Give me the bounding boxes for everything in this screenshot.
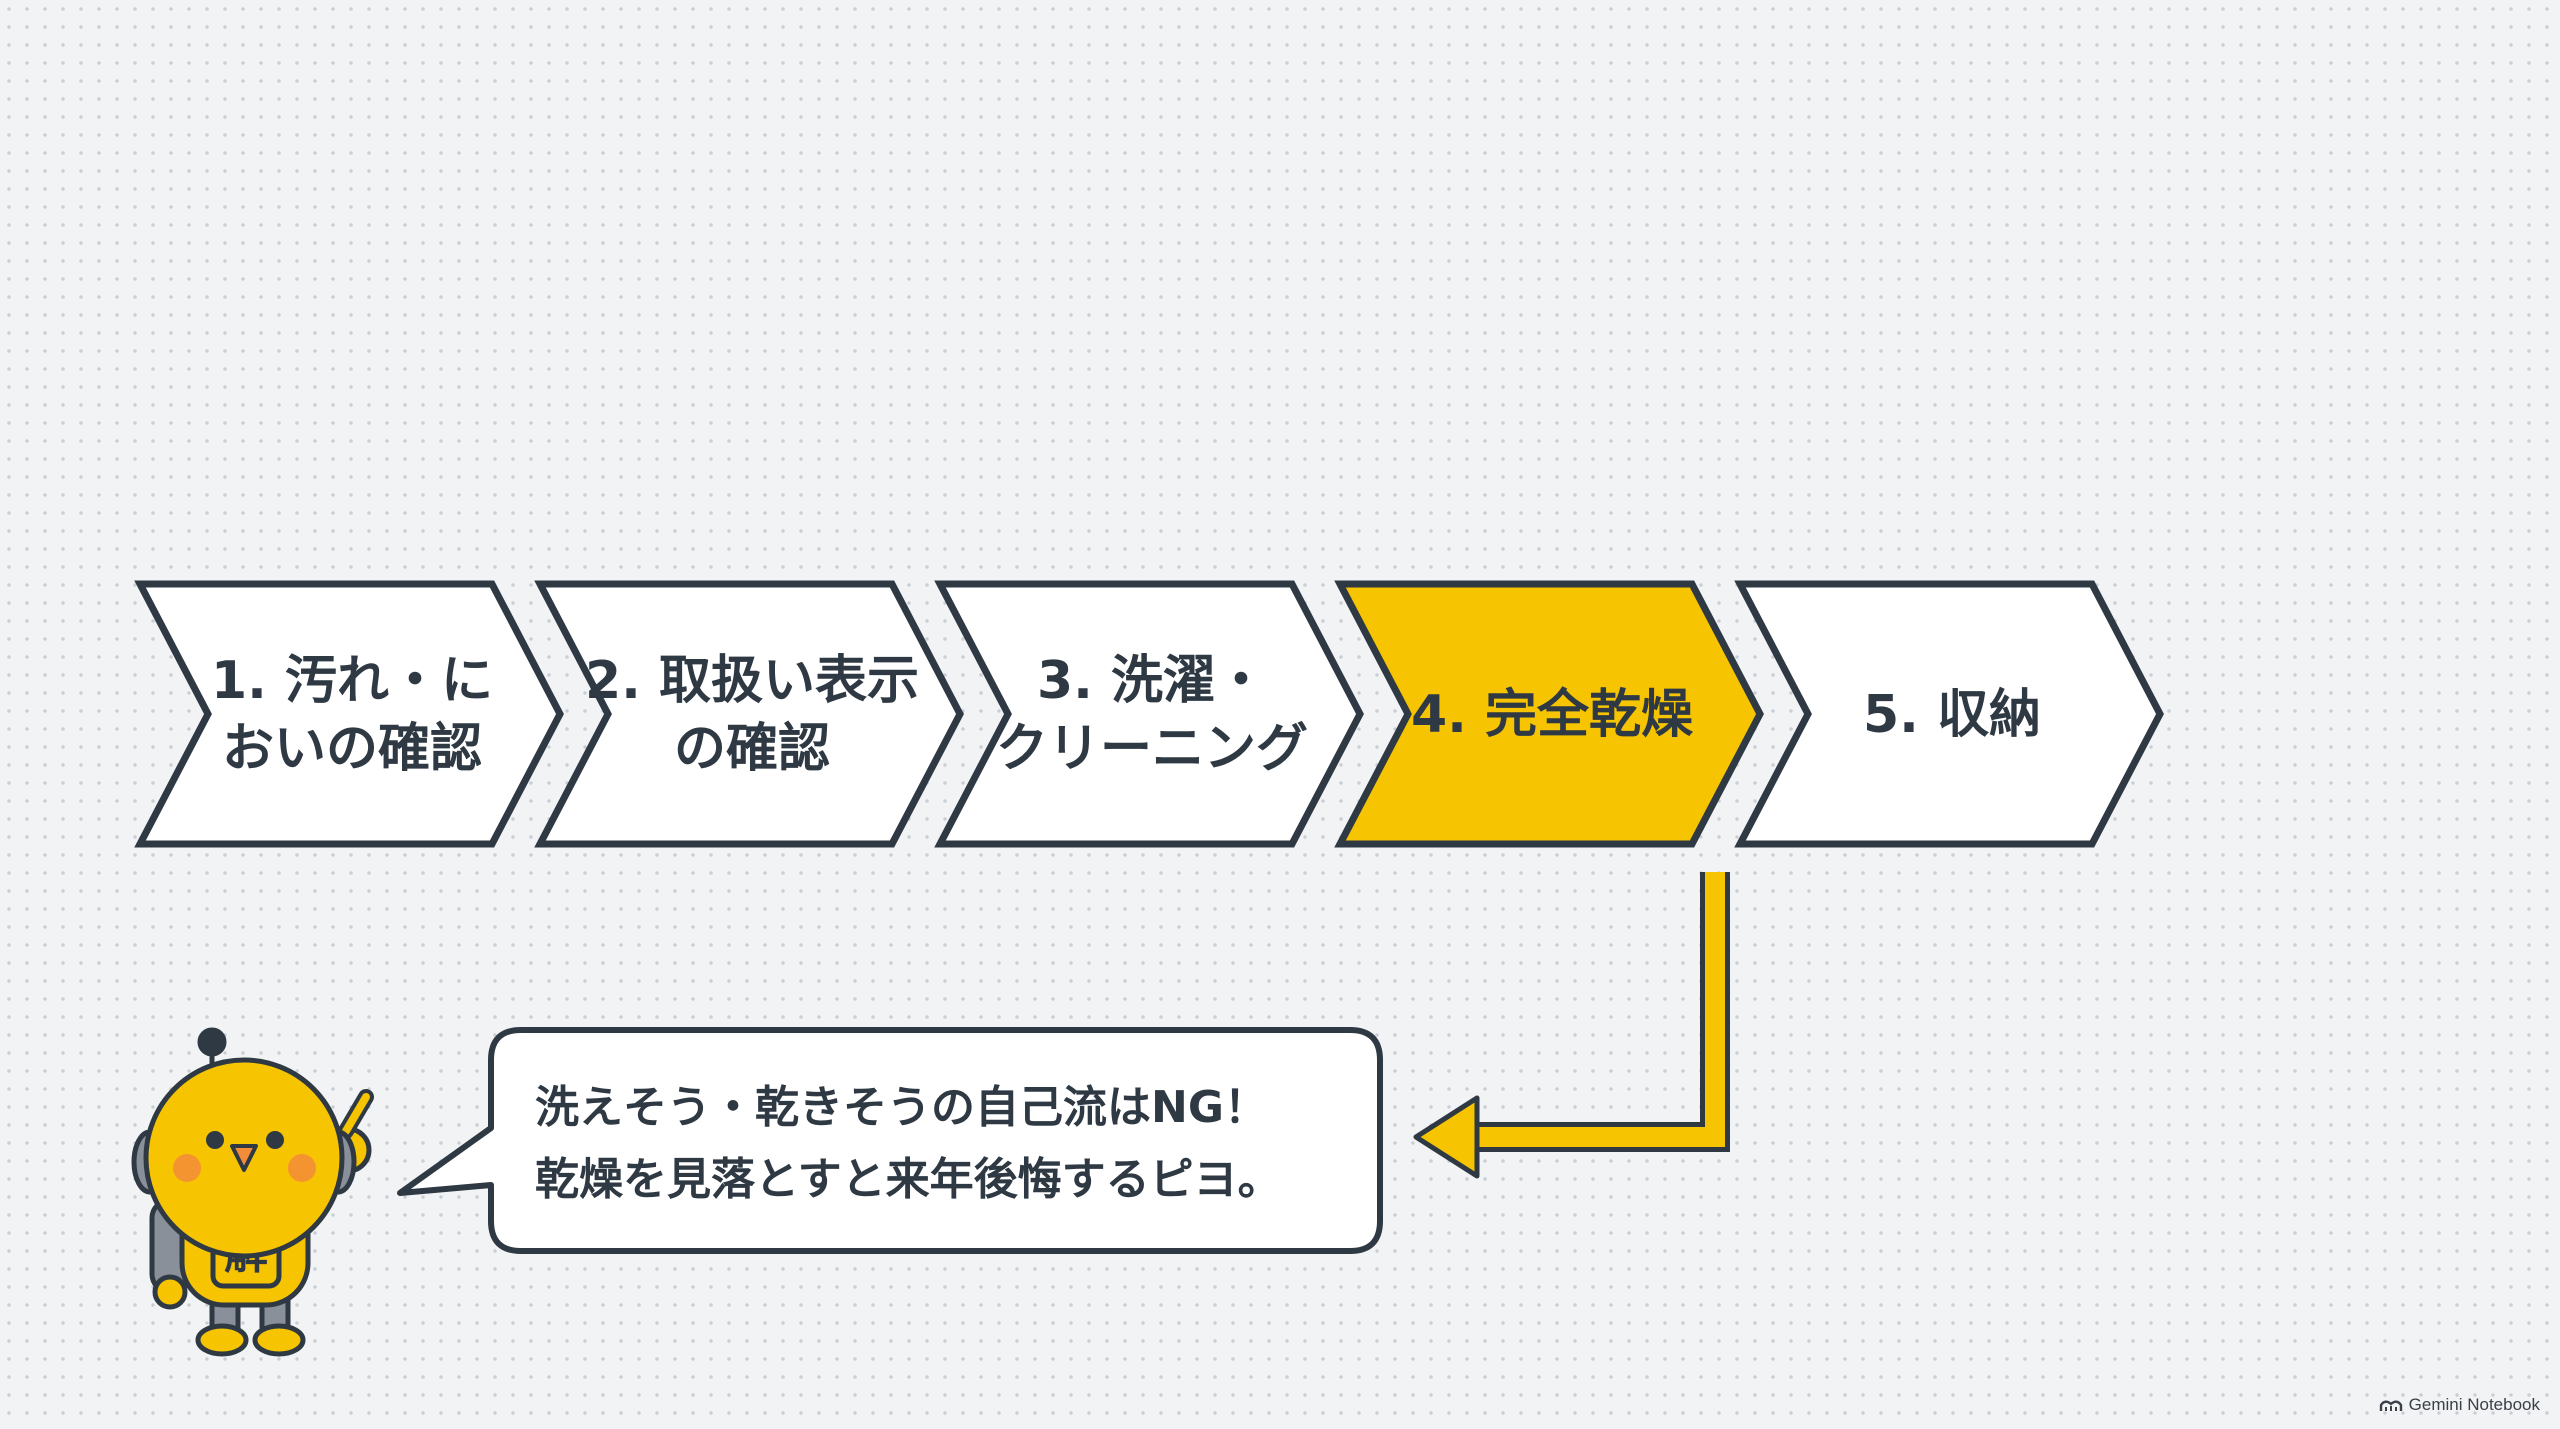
process-step-shape xyxy=(534,580,964,848)
process-step-3: 3. 洗濯・クリーニング xyxy=(934,580,1364,848)
process-step-4: 4. 完全乾燥 xyxy=(1334,580,1764,848)
process-step-label: の確認 xyxy=(674,719,830,779)
callout-line-1: 洗えそう・乾きそうの自己流はNG！ xyxy=(535,1082,1268,1133)
process-step-5: 5. 収納 xyxy=(1734,580,2164,848)
connector-arrow xyxy=(1413,872,1730,1179)
process-step-label: 3. 洗濯・ xyxy=(1037,651,1267,711)
notebook-logo-icon xyxy=(2379,1400,2402,1411)
speech-bubble: 洗えそう・乾きそうの自己流はNG！ 乾燥を見落とすと来年後悔するピヨ。 xyxy=(397,1027,1383,1254)
process-step-shape xyxy=(934,580,1364,848)
footer-brand-name: Gemini Notebook xyxy=(2408,1395,2540,1414)
process-step-shape xyxy=(1734,580,2164,848)
process-step-label: 1. 汚れ・に xyxy=(211,651,493,711)
footer-brand: Gemini Notebook xyxy=(2379,1395,2540,1415)
process-step-shape xyxy=(134,580,564,848)
process-step-label: 5. 収納 xyxy=(1863,685,2041,745)
process-step-label: おいの確認 xyxy=(222,719,482,779)
process-step-label: クリーニング xyxy=(996,719,1308,779)
process-step-label: 2. 取扱い表示 xyxy=(585,651,919,711)
process-step-shape xyxy=(1334,580,1764,848)
robot-chick-mascot-icon: 解 xyxy=(131,1027,374,1357)
callout-line-2: 乾燥を見落とすと来年後悔するピヨ。 xyxy=(535,1154,1282,1205)
process-step-label: 4. 完全乾燥 xyxy=(1411,685,1694,745)
